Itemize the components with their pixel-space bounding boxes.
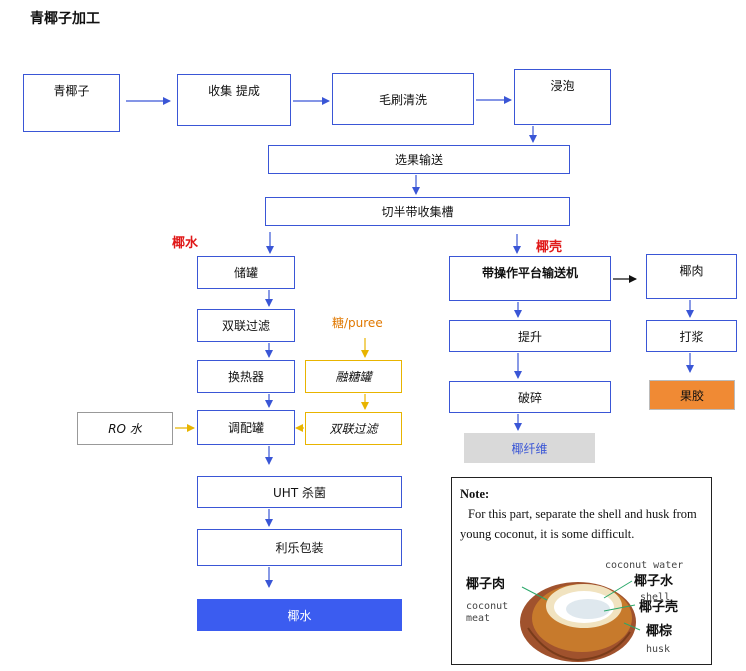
box-coconut-meat: 椰肉 — [646, 254, 737, 299]
coconut-illustration — [520, 582, 636, 662]
box-pulping: 打浆 — [646, 320, 737, 352]
box-select-convey: 选果输送 — [268, 145, 570, 174]
box-coconut-fiber: 椰纤维 — [464, 433, 595, 463]
box-crush: 破碎 — [449, 381, 611, 413]
box-duplex-filter-2: 双联过滤 — [305, 412, 402, 445]
note-text: For this part, separate the shell and hu… — [460, 507, 697, 541]
label-coconut-shell: 椰壳 — [536, 240, 563, 255]
box-storage-tank: 储罐 — [197, 256, 295, 289]
page-title: 青椰子加工 — [30, 11, 100, 27]
label-shell-cn: 椰子壳 — [639, 600, 679, 615]
box-lift: 提升 — [449, 320, 611, 352]
box-cut-half: 切半带收集槽 — [265, 197, 570, 226]
box-blend-tank: 调配罐 — [197, 410, 295, 445]
label-coconut-meat-en: coconut meat — [466, 601, 509, 624]
label-shell-en: shell — [640, 592, 671, 603]
box-brush-wash: 毛刷清洗 — [332, 73, 474, 125]
label-coconut-water-cn: 椰子水 — [634, 574, 674, 589]
label-coconut-meat-cn: 椰子肉 — [466, 577, 506, 592]
label-husk-cn: 椰棕 — [646, 624, 673, 639]
box-green-coconut: 青椰子 — [23, 74, 120, 132]
box-heat-exchanger: 换热器 — [197, 360, 295, 393]
note-box: Note: For this part, separate the shell … — [451, 477, 712, 665]
label-sugar-puree: 糖/puree — [332, 316, 383, 330]
label-coconut-water: 椰水 — [172, 236, 199, 251]
box-conveyor-platform: 带操作平台输送机 — [449, 256, 611, 301]
box-collect: 收集 提成 — [177, 74, 291, 126]
box-sugar-dissolve-tank: 融糖罐 — [305, 360, 402, 393]
box-tetra-pack: 利乐包装 — [197, 529, 402, 566]
box-uht: UHT 杀菌 — [197, 476, 402, 508]
box-duplex-filter: 双联过滤 — [197, 309, 295, 342]
label-husk-en: husk — [646, 644, 671, 655]
box-puree: 果胶 — [649, 380, 735, 410]
box-ro-water: RO 水 — [77, 412, 173, 445]
label-coconut-water-en: coconut water — [605, 560, 684, 571]
box-product-coconut-water: 椰水 — [197, 599, 402, 631]
box-soak: 浸泡 — [514, 69, 611, 125]
leader-lines — [521, 580, 641, 631]
note-heading: Note: — [460, 487, 490, 501]
